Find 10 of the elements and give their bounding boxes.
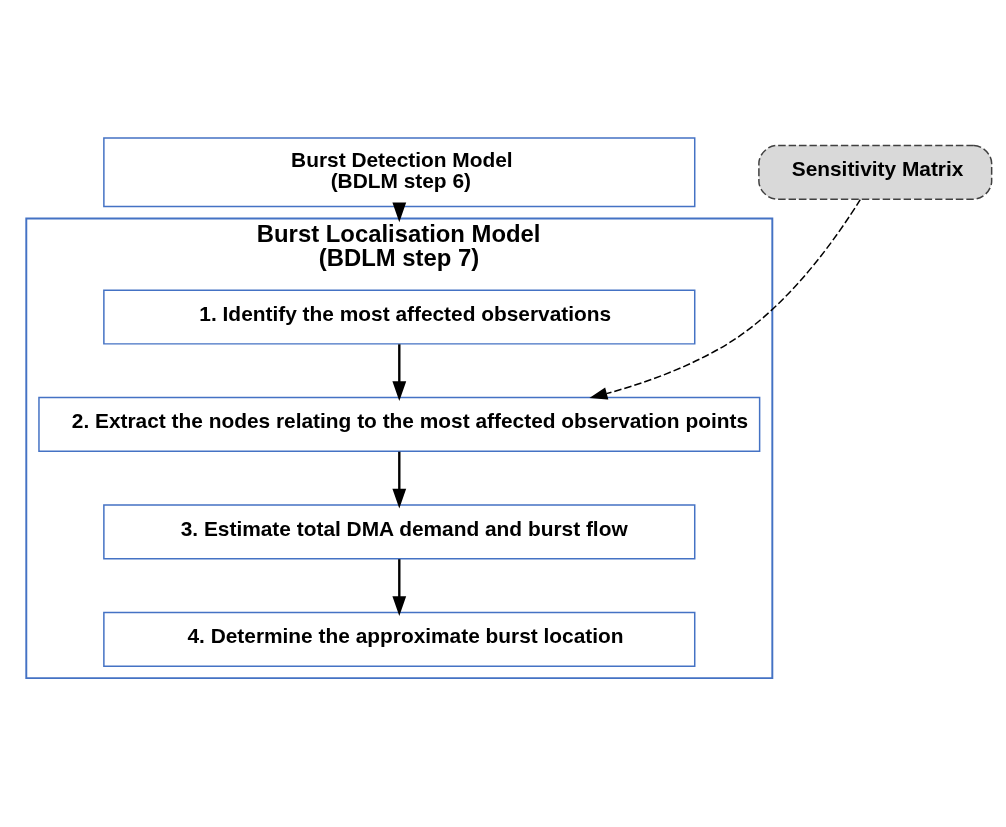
arrow (392, 343, 407, 401)
node-box: 1. Identify the most affected observations (103, 288, 696, 345)
node-box: Sensitivity Matrix (758, 144, 993, 200)
arrow (392, 201, 407, 222)
arrow (392, 558, 407, 616)
node-box: 3. Estimate total DMA demand and burst flow (103, 503, 696, 559)
node-box: 4. Determine the approximate burst location (103, 611, 696, 667)
arrow (589, 198, 861, 400)
arrow (392, 451, 407, 508)
node-box: 2. Extract the nodes relating to the most affected observation points (38, 396, 761, 452)
